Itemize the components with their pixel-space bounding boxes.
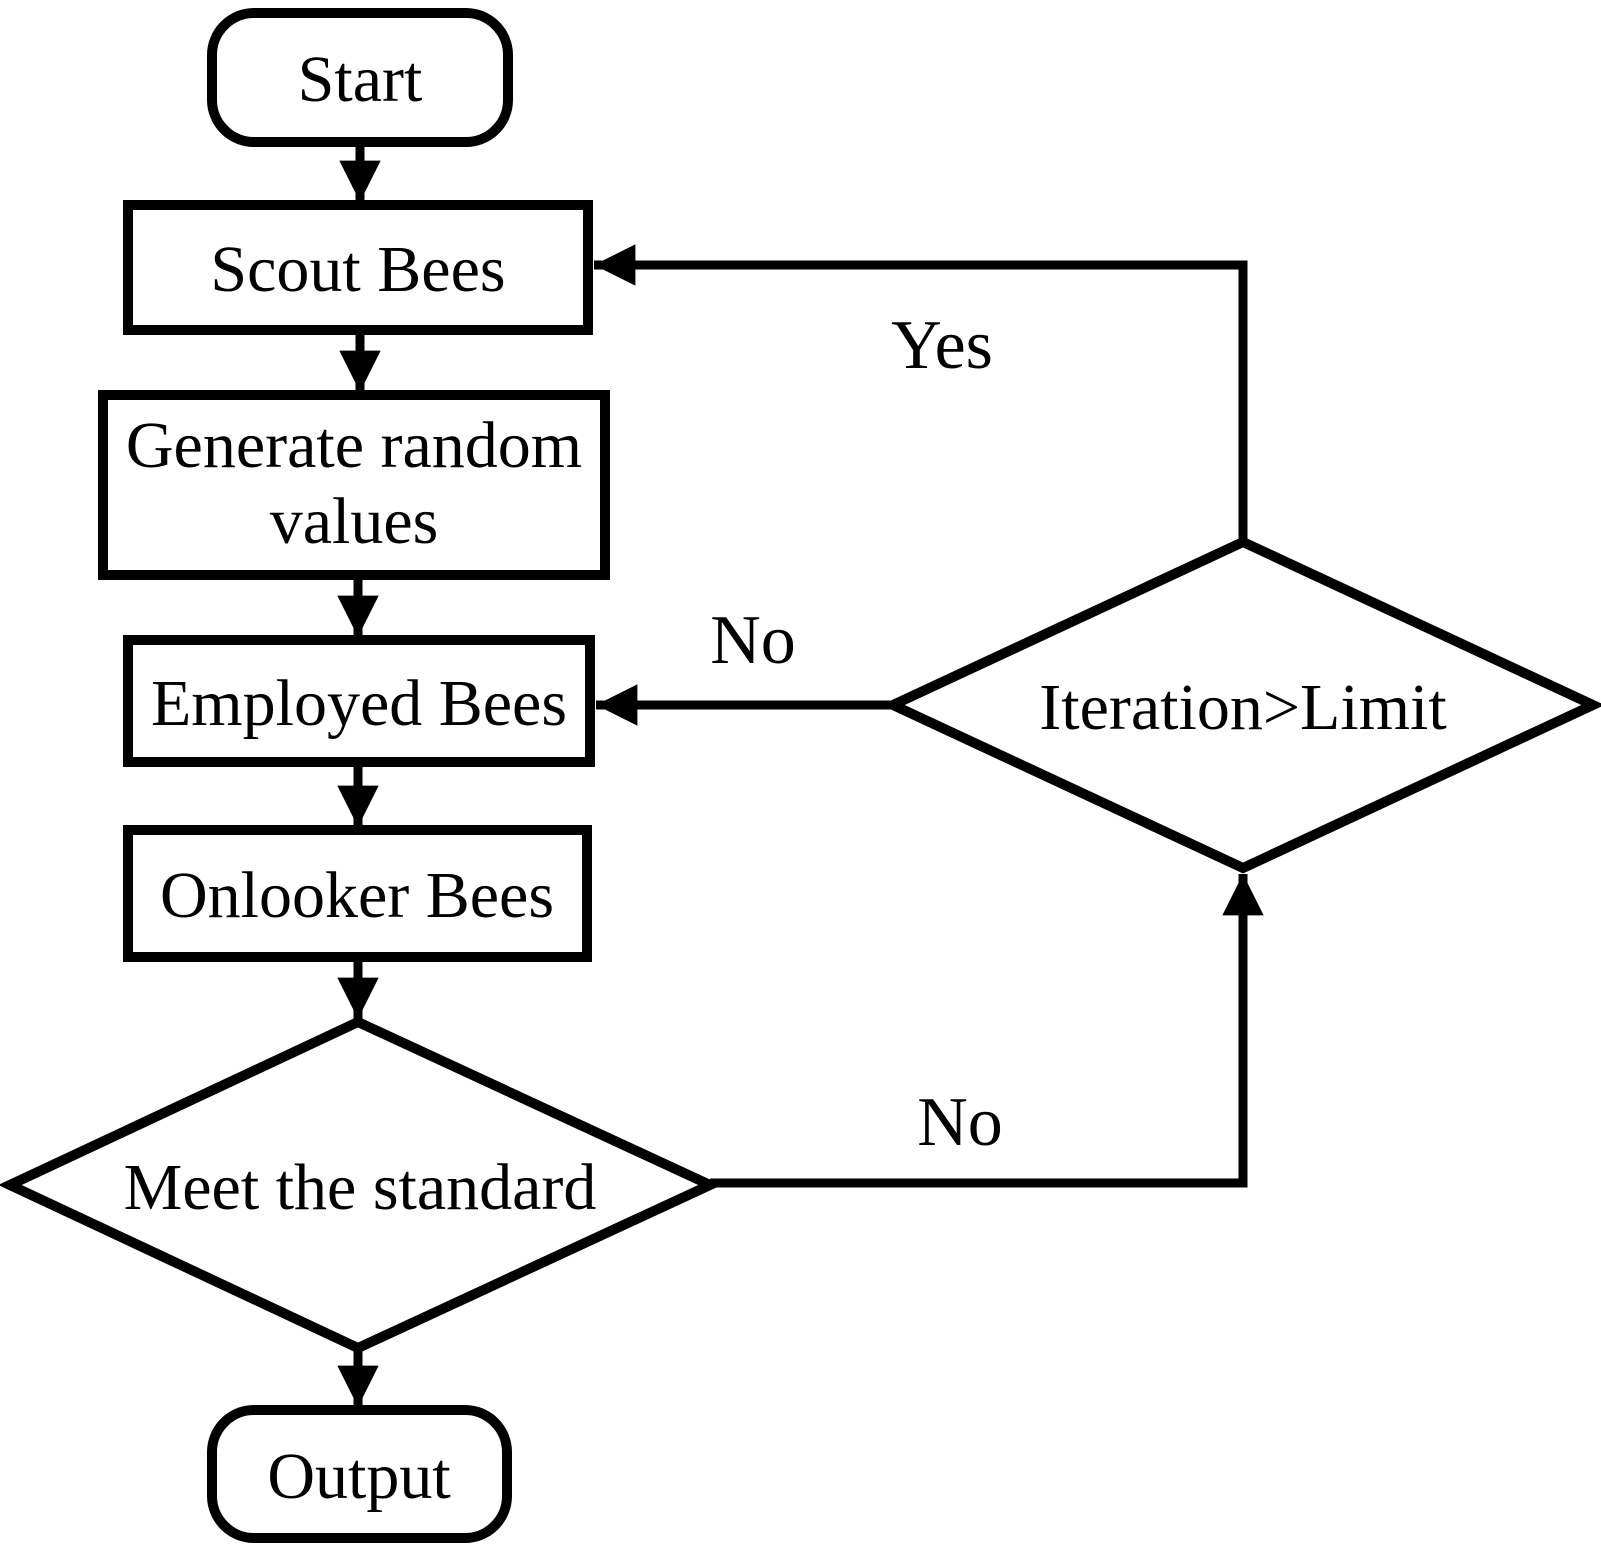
arrow-meet-no-to-iteration [710,874,1264,1188]
output-node-label: Output [267,1440,450,1513]
output-node [207,1405,512,1543]
iteration-limit-decision [881,536,1601,874]
onlooker-bees-node-label: Onlooker Bees [160,859,554,932]
arrow-iteration-yes-to-scout [594,244,1248,542]
employed-bees-node-label: Employed Bees [151,667,567,740]
meet-the-standard-decision [0,1016,722,1354]
no-edge-label-left: No [710,602,796,679]
start-node [207,8,513,147]
generate-random-values-line2: values [270,485,439,558]
yes-edge-label: Yes [891,307,993,384]
onlooker-bees-node [123,825,592,962]
scout-bees-node-label: Scout Bees [210,233,505,306]
start-node-label: Start [298,43,423,116]
employed-bees-node [123,635,595,767]
scout-bees-node [123,200,593,335]
generate-random-values-node [98,390,610,580]
iteration-limit-label: Iteration>Limit [1039,671,1446,744]
meet-the-standard-label: Meet the standard [124,1151,597,1224]
no-edge-label-bottom: No [917,1084,1003,1161]
generate-random-values-line1: Generate random [126,409,582,482]
